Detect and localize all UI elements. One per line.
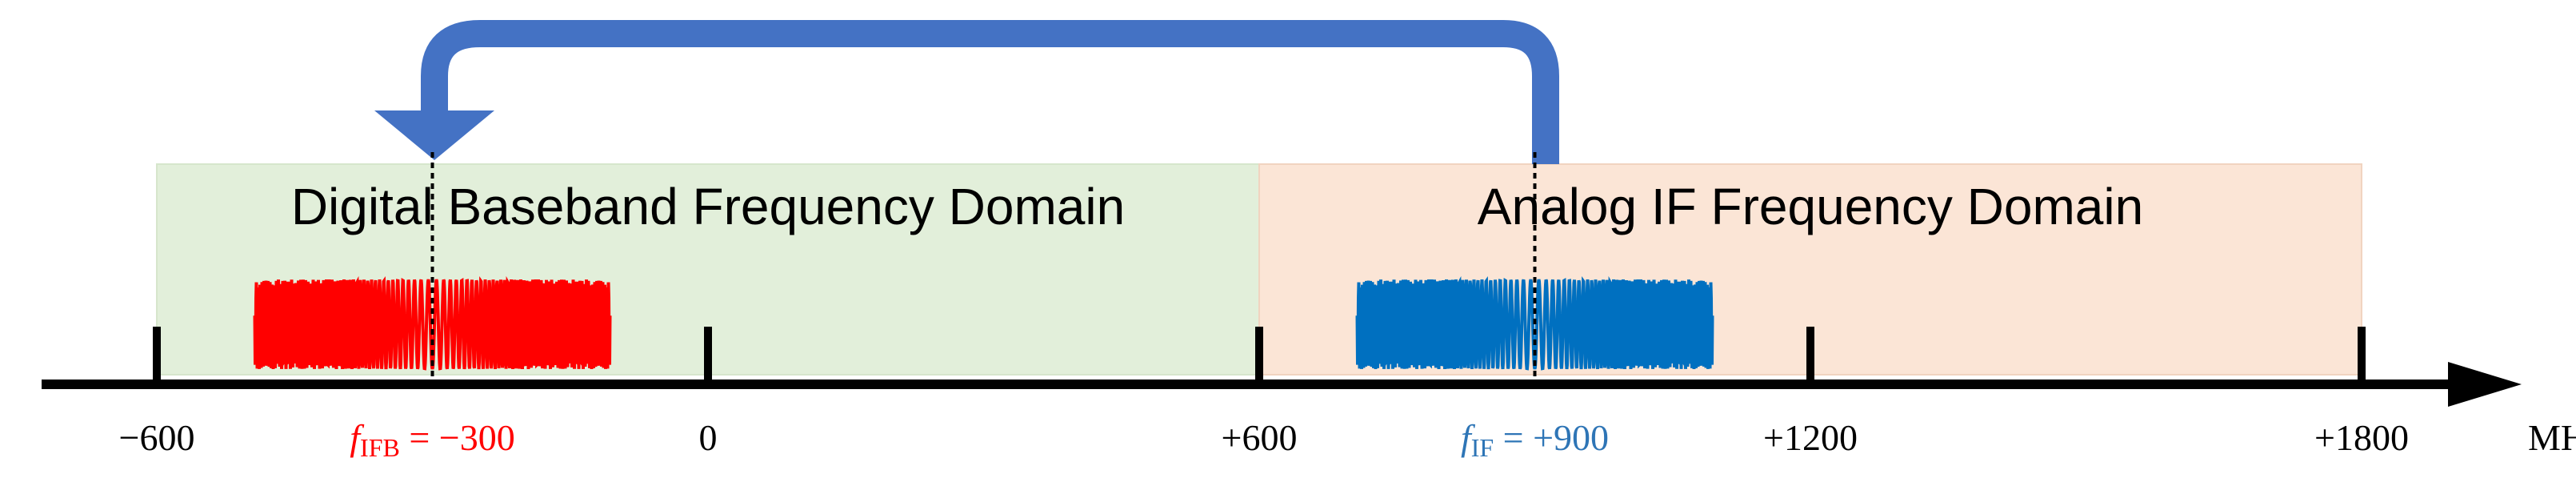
axis-tick-labels: −600 0 +600 +1200 +1800	[119, 417, 2409, 458]
feedback-arrowhead	[374, 110, 494, 160]
axis-tick-label: +600	[1222, 417, 1298, 458]
if-value: = +900	[1494, 417, 1609, 458]
if-frequency-label: fIF = +900	[1461, 417, 1609, 462]
if-signal-waveform	[1355, 275, 1714, 371]
ifb-signal-waveform	[253, 275, 612, 371]
axis-tick-label: 0	[699, 417, 718, 458]
axis-tick-label: +1800	[2314, 417, 2409, 458]
ifb-value: = −300	[400, 417, 515, 458]
axis-tick-label: +1200	[1763, 417, 1858, 458]
axis-ticks	[153, 327, 2366, 384]
axis-unit-label: MHz	[2528, 417, 2576, 458]
feedback-arrow	[421, 20, 1559, 164]
if-subscript: IF	[1471, 433, 1494, 462]
analog-domain-label: Analog IF Frequency Domain	[1478, 178, 2143, 235]
frequency-axis-arrowhead	[2448, 362, 2522, 407]
ifb-frequency-label: fIFB = −300	[350, 417, 514, 462]
axis-tick-label: −600	[119, 417, 195, 458]
ifb-subscript: IFB	[360, 433, 400, 462]
digital-domain-label: Digital Baseband Frequency Domain	[291, 178, 1125, 235]
